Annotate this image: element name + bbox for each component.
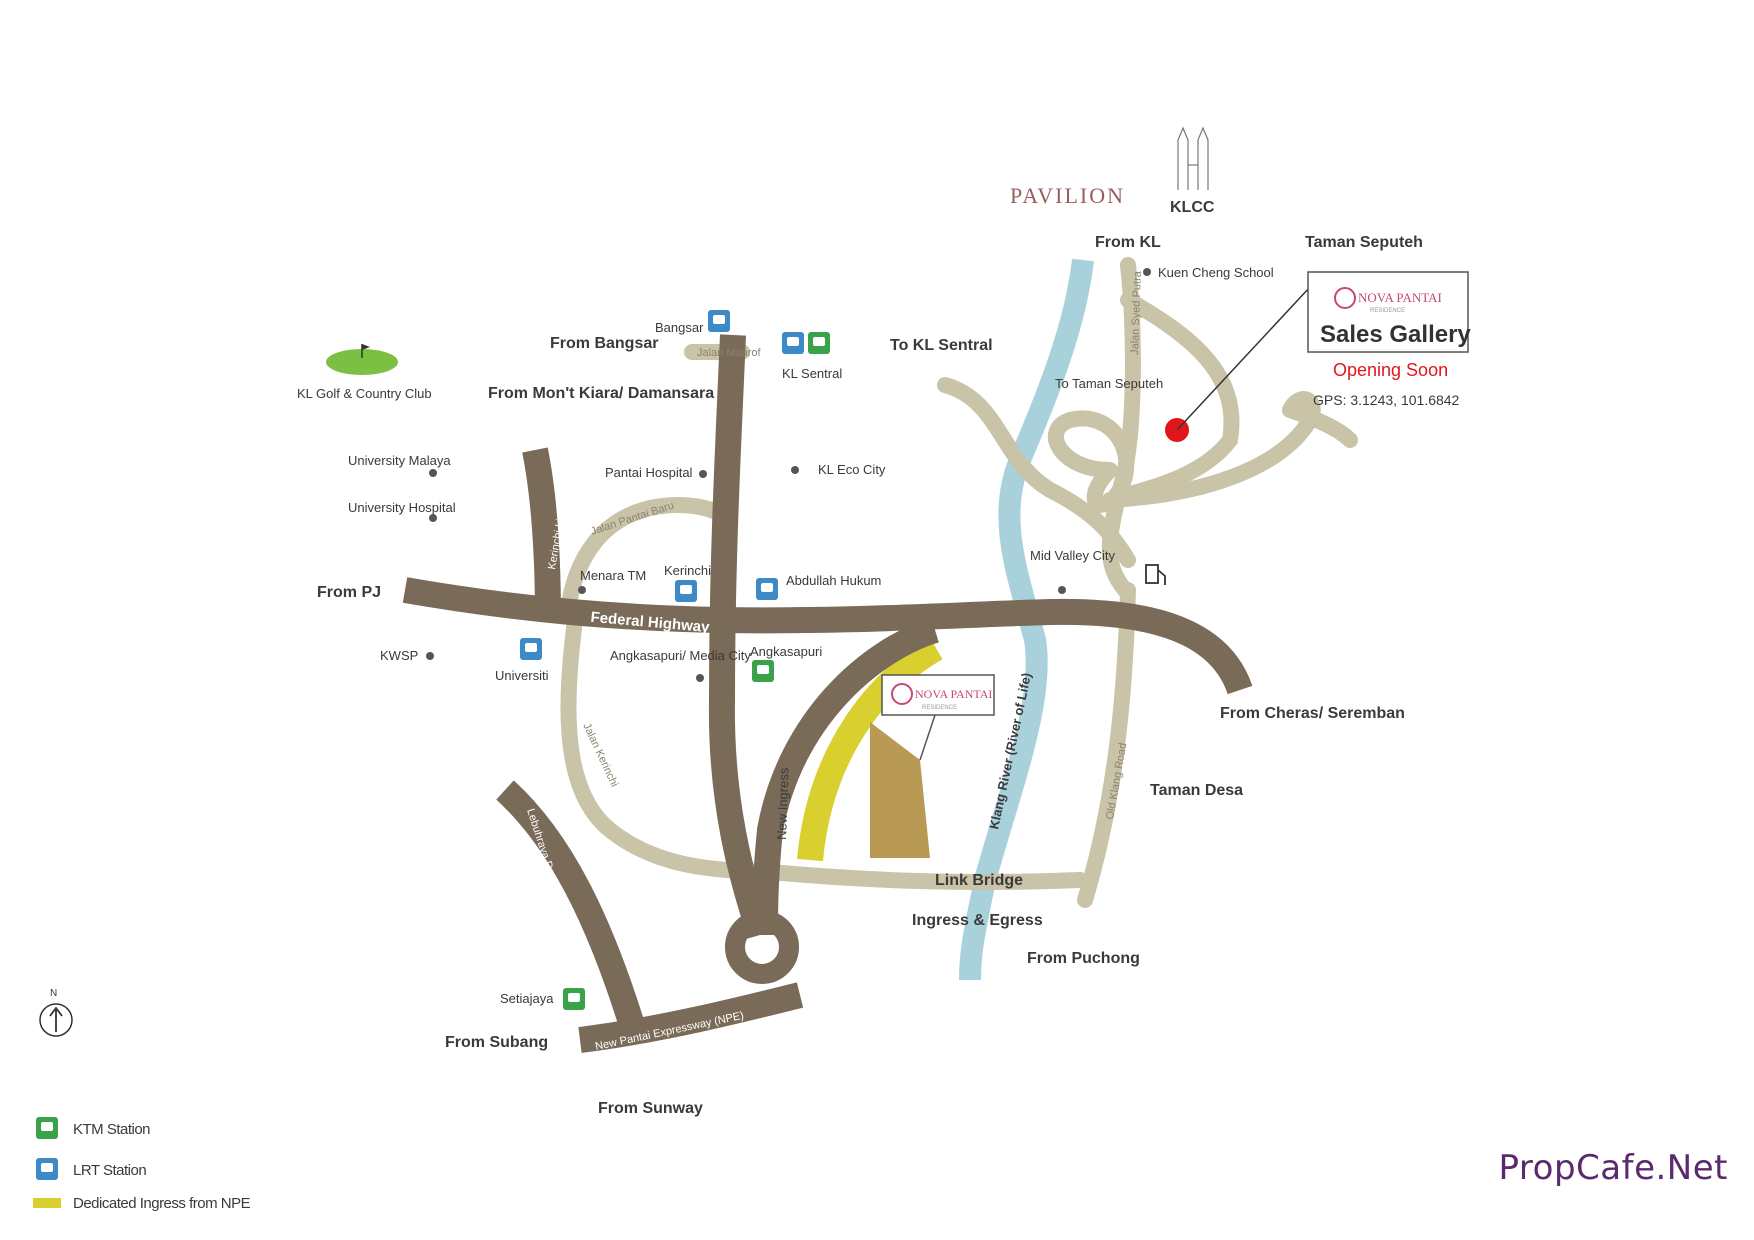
taman-seputeh: Taman Seputeh — [1305, 234, 1423, 251]
kl-eco-city: KL Eco City — [818, 462, 886, 477]
minor-roads — [560, 257, 1358, 908]
ingress-egress: Ingress & Egress — [912, 912, 1043, 929]
petrol-station-icon — [1145, 564, 1166, 585]
from-sunway: From Sunway — [598, 1100, 703, 1117]
new-ingress-label: New Ingress — [774, 767, 792, 840]
gallery-brand: NOVA PANTAI — [1358, 290, 1442, 305]
klcc-towers-icon — [1177, 126, 1209, 190]
legend-lrt-label: LRT Station — [73, 1162, 146, 1179]
poi-dots — [426, 268, 1151, 682]
pantai-hospital: Pantai Hospital — [605, 465, 693, 480]
universiti: Universiti — [495, 668, 549, 683]
site-logo-box: NOVA PANTAI RESIDENCE — [881, 674, 995, 761]
legend: KTM Station LRT Station Dedicated Ingres… — [33, 1117, 251, 1212]
mid-valley: Mid Valley City — [1030, 548, 1116, 563]
opening-soon: Opening Soon — [1333, 360, 1448, 380]
university-malaya: University Malaya — [348, 453, 451, 468]
kl-golf-club: KL Golf & Country Club — [297, 386, 432, 401]
north-arrow-icon: N — [39, 988, 73, 1037]
menara-tm: Menara TM — [580, 568, 646, 583]
sales-gallery-title: Sales Gallery — [1320, 321, 1471, 348]
jalan-kerinchi-label: Jalan Kerinchi — [580, 721, 620, 789]
setiajaya: Setiajaya — [500, 991, 554, 1006]
abdullah-hukum: Abdullah Hukum — [786, 573, 881, 588]
from-cheras: From Cheras/ Seremban — [1220, 705, 1405, 722]
main-roads — [402, 334, 1253, 1053]
watermark: PropCafe.Net — [1498, 1148, 1728, 1188]
from-pj: From PJ — [317, 584, 381, 601]
link-bridge: Link Bridge — [935, 872, 1023, 889]
from-puchong: From Puchong — [1027, 950, 1140, 967]
from-bangsar: From Bangsar — [550, 335, 658, 352]
from-subang: From Subang — [445, 1034, 548, 1051]
kerinchi: Kerinchi — [664, 563, 711, 578]
jalan-maarof-label: Jalan Maarof — [697, 347, 762, 359]
sales-gallery-box — [1307, 271, 1469, 353]
klcc-label: KLCC — [1170, 199, 1215, 216]
golf-course-icon — [326, 349, 398, 375]
svg-text:N: N — [50, 988, 57, 999]
angkasapuri: Angkasapuri — [750, 644, 822, 659]
gps-coordinates: GPS: 3.1243, 101.6842 — [1313, 392, 1460, 408]
to-taman-seputeh: To Taman Seputeh — [1055, 376, 1163, 391]
legend-ingress-label: Dedicated Ingress from NPE — [73, 1195, 251, 1212]
klang-river — [959, 258, 1094, 981]
to-kl-sentral: To KL Sentral — [890, 337, 993, 354]
from-kl: From KL — [1095, 234, 1161, 251]
taman-desa: Taman Desa — [1150, 782, 1243, 799]
jalan-syed-putra-label: Jalan Syed Putra — [1129, 270, 1144, 355]
place-labels: From KL Taman Seputeh Kuen Cheng School … — [297, 234, 1423, 1117]
nova-pantai-flower-icon — [1334, 287, 1356, 309]
legend-ingress-swatch — [33, 1198, 61, 1208]
station-icons — [520, 310, 830, 1010]
nova-pantai-flower-icon — [891, 683, 913, 705]
pavilion-logo: PAVILION — [1010, 183, 1125, 208]
university-hospital: University Hospital — [348, 500, 456, 515]
roundabout — [725, 910, 799, 984]
svg-text:RESIDENCE: RESIDENCE — [922, 705, 957, 711]
svg-text:NOVA PANTAI: NOVA PANTAI — [915, 687, 992, 701]
bangsar: Bangsar — [655, 320, 704, 335]
project-site — [870, 722, 930, 858]
kl-sentral: KL Sentral — [782, 366, 842, 381]
dedicated-ingress — [797, 636, 943, 862]
kwsp: KWSP — [380, 648, 418, 663]
from-mont-kiara: From Mon't Kiara/ Damansara — [488, 385, 714, 402]
svg-text:RESIDENCE: RESIDENCE — [1370, 308, 1405, 314]
jalan-bangsar-label: Jalan Bangsar — [749, 379, 763, 450]
angkasapuri-media: Angkasapuri/ Media City — [610, 648, 751, 663]
legend-ktm-label: KTM Station — [73, 1121, 150, 1138]
kuen-cheng-school: Kuen Cheng School — [1158, 265, 1274, 280]
